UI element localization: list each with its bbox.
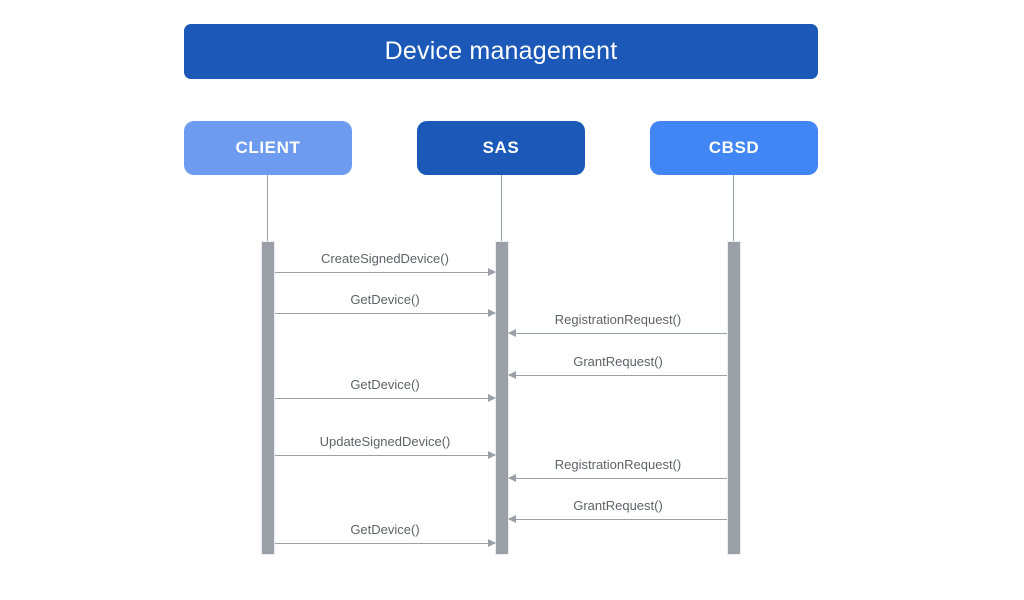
arrow-head-left-icon xyxy=(508,329,516,337)
arrow-head-right-icon xyxy=(488,451,496,459)
activation-bar-sas xyxy=(495,241,509,555)
message-label: GrantRequest() xyxy=(573,354,663,369)
participant-sas-label: SAS xyxy=(482,138,520,157)
participant-cbsd[interactable]: CBSD xyxy=(650,121,818,175)
participant-client[interactable]: CLIENT xyxy=(184,121,352,175)
lifeline-sas xyxy=(501,175,502,241)
message-label: GetDevice() xyxy=(350,377,420,392)
message-line xyxy=(275,543,495,544)
participant-sas[interactable]: SAS xyxy=(417,121,585,175)
arrow-head-left-icon xyxy=(508,474,516,482)
participant-client-label: CLIENT xyxy=(235,138,301,157)
lifeline-cbsd xyxy=(733,175,734,241)
message-line xyxy=(509,478,727,479)
message-line xyxy=(509,375,727,376)
activation-bar-cbsd xyxy=(727,241,741,555)
message-label: GrantRequest() xyxy=(573,498,663,513)
message-label: UpdateSignedDevice() xyxy=(319,434,451,449)
message-line xyxy=(275,313,495,314)
message-line xyxy=(509,333,727,334)
arrow-head-right-icon xyxy=(488,268,496,276)
message-line xyxy=(509,519,727,520)
diagram-title: Device management xyxy=(184,24,818,79)
message-label: CreateSignedDevice() xyxy=(321,251,449,266)
message-label: RegistrationRequest() xyxy=(554,457,682,472)
arrow-head-left-icon xyxy=(508,371,516,379)
message-line xyxy=(275,272,495,273)
message-label: RegistrationRequest() xyxy=(554,312,682,327)
arrow-head-left-icon xyxy=(508,515,516,523)
activation-bar-client xyxy=(261,241,275,555)
message-label: GetDevice() xyxy=(350,522,420,537)
participant-cbsd-label: CBSD xyxy=(708,138,760,157)
arrow-head-right-icon xyxy=(488,539,496,547)
message-line xyxy=(275,398,495,399)
message-line xyxy=(275,455,495,456)
message-label: GetDevice() xyxy=(350,292,420,307)
lifeline-client xyxy=(267,175,268,241)
arrow-head-right-icon xyxy=(488,394,496,402)
arrow-head-right-icon xyxy=(488,309,496,317)
